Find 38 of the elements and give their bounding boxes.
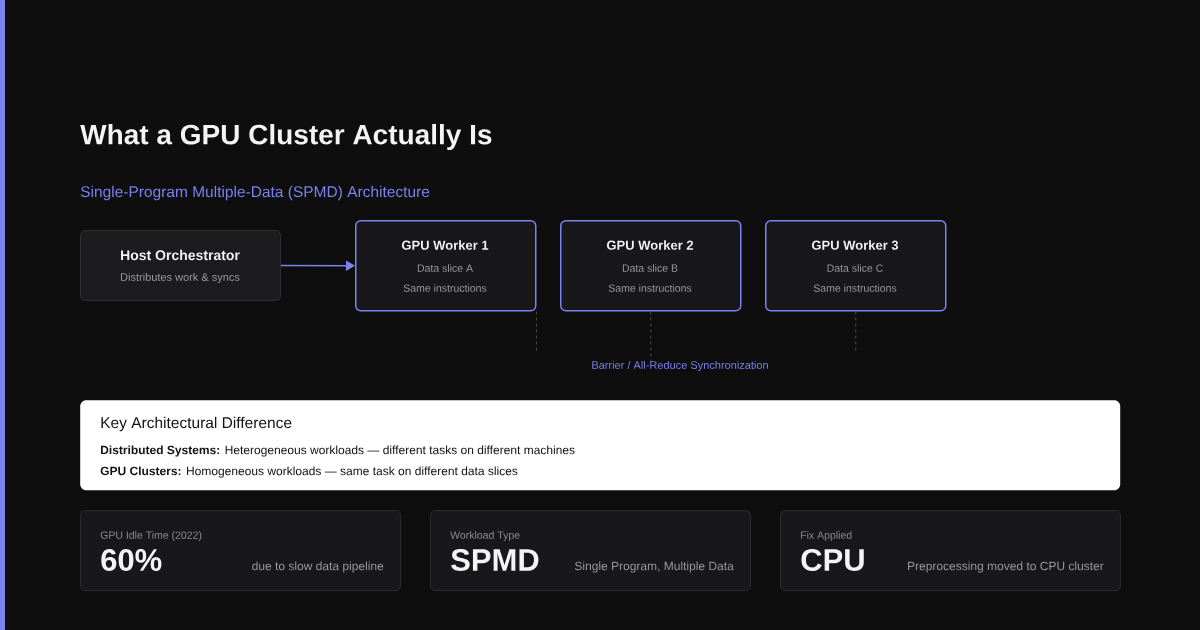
panel-text: GPU Clusters: Homogeneous workloads — same task on different data slices <box>100 466 518 478</box>
node-title: GPU Worker 2 <box>606 240 694 250</box>
worker-box <box>560 220 742 312</box>
node-text: Same instructions <box>813 284 897 292</box>
dashed-line <box>855 311 857 352</box>
node-title: GPU Worker 3 <box>811 240 899 250</box>
node-text: Distributes work & syncs <box>121 272 240 284</box>
title: What a GPU Cluster Actually Is <box>80 123 492 151</box>
panel-text: Distributed Systems: Heterogeneous workloads — different tasks on different machines <box>101 445 575 457</box>
dashed-line <box>650 311 652 362</box>
node-text: Same instructions <box>608 284 692 292</box>
stat-card <box>780 510 1121 591</box>
stat-value: 60% <box>101 549 162 571</box>
stat-note: Single Program, Multiple Data <box>574 561 734 573</box>
info-panel <box>80 400 1121 491</box>
stat-card <box>430 510 751 591</box>
stat-label: GPU Idle Time (2022) <box>100 531 202 541</box>
stat-label: Workload Type <box>450 531 520 541</box>
stat-note: due to slow data pipeline <box>252 561 384 573</box>
node-title: GPU Worker 1 <box>401 240 489 250</box>
node-title: Host Orchestrator <box>121 249 240 261</box>
node-text: Same instructions <box>403 284 487 292</box>
stat-value: SPMD <box>451 549 539 571</box>
stat-card <box>80 510 401 591</box>
sync-label: Barrier / All-Reduce Synchronization <box>592 360 768 372</box>
node-text: Data slice B <box>622 264 678 272</box>
node-text: Data slice A <box>417 264 473 272</box>
subtitle: Single-Program Multiple-Data (SPMD) Architecture <box>80 185 430 201</box>
worker-box <box>355 220 537 312</box>
stat-label: Fix Applied <box>801 531 852 541</box>
process-box <box>80 230 281 301</box>
stat-value: CPU <box>801 549 864 571</box>
worker-box <box>765 220 947 312</box>
dashed-line <box>536 311 537 352</box>
node-text: Data slice C <box>827 264 883 272</box>
arrow <box>280 260 355 271</box>
panel-heading: Key Architectural Difference <box>101 416 292 432</box>
stat-note: Preprocessing moved to CPU cluster <box>908 561 1104 573</box>
